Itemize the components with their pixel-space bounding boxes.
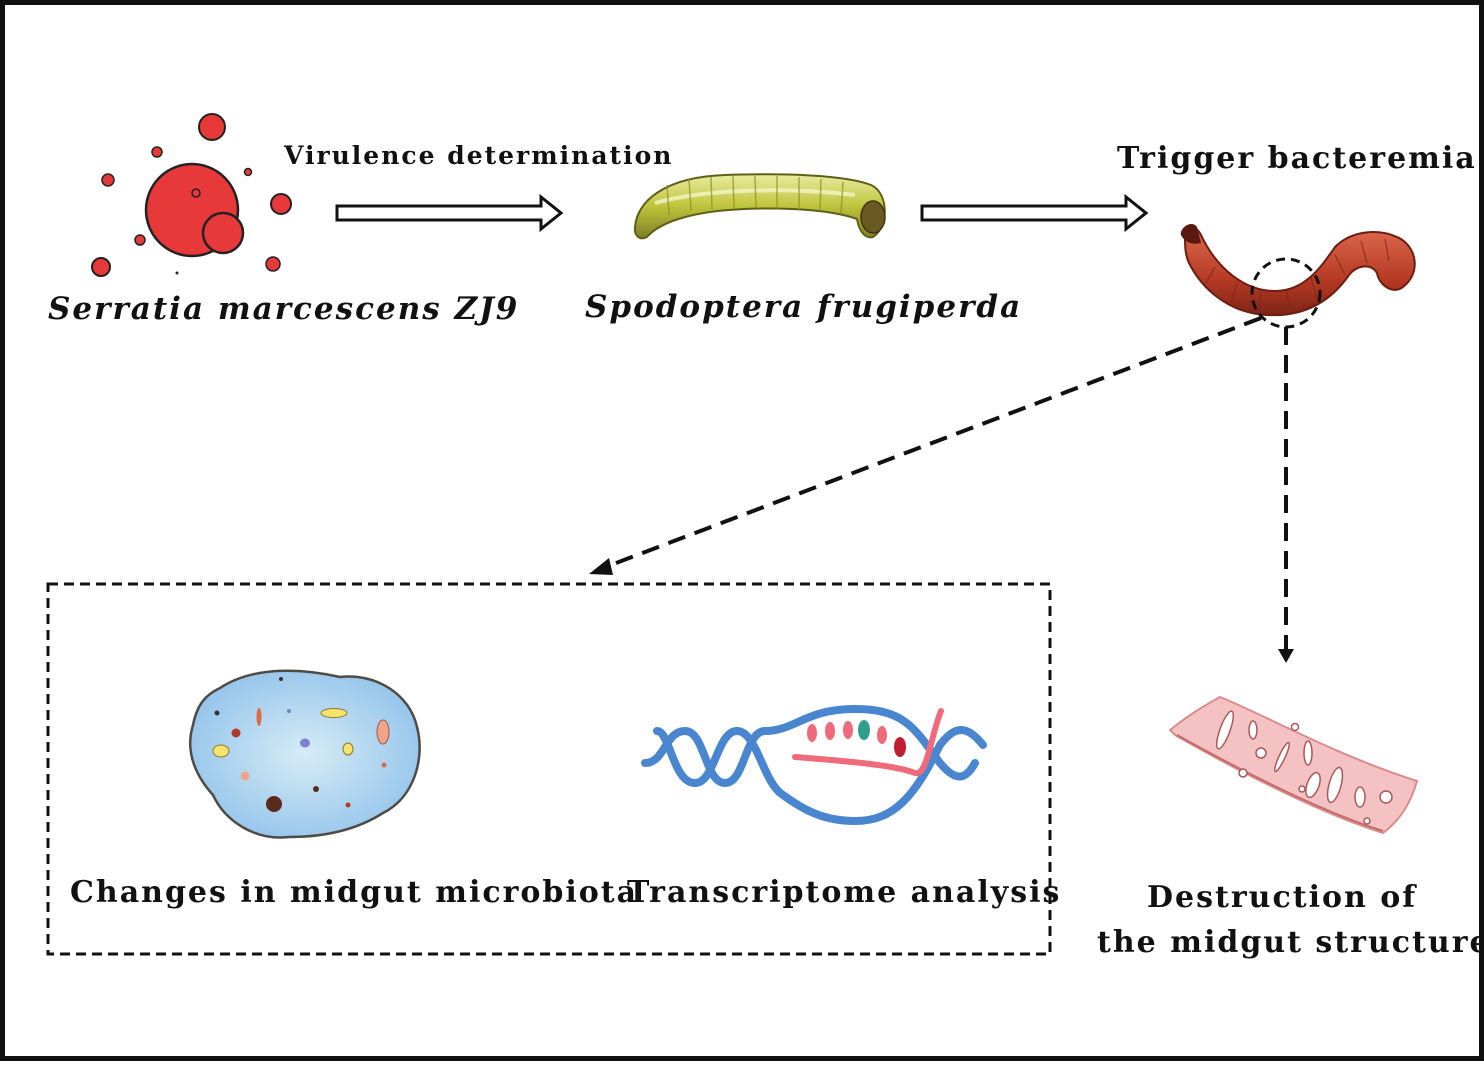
destruction-label-line2: the midgut structure [1097, 925, 1484, 960]
arrow-virulence [335, 193, 564, 233]
transcriptome-dna-icon [641, 704, 987, 826]
bacteria-cluster-icon [91, 113, 292, 277]
analysis-box [46, 582, 1052, 956]
transcriptome-label: Transcriptome analysis [627, 875, 1062, 910]
healthy-larva-icon [633, 173, 886, 240]
virulence-label: Virulence determination [284, 141, 674, 170]
infected-larva-icon [1180, 224, 1416, 317]
dashed-arrow-destruction [1278, 327, 1294, 663]
microbiota-label: Changes in midgut microbiota [70, 875, 639, 910]
destruction-label-line1: Destruction of [1147, 880, 1418, 915]
host-label: Spodoptera frugiperda [585, 289, 1023, 325]
bacteremia-label: Trigger bacteremia [1117, 141, 1477, 176]
midgut-microbiota-icon [188, 669, 421, 839]
arrow-bacteremia [920, 193, 1149, 233]
dashed-arrow-analysis [589, 316, 1262, 575]
bacterium-label: Serratia marcescens ZJ9 [48, 291, 520, 327]
diagram-canvas [46, 113, 1419, 956]
damaged-midgut-icon [1168, 695, 1419, 835]
